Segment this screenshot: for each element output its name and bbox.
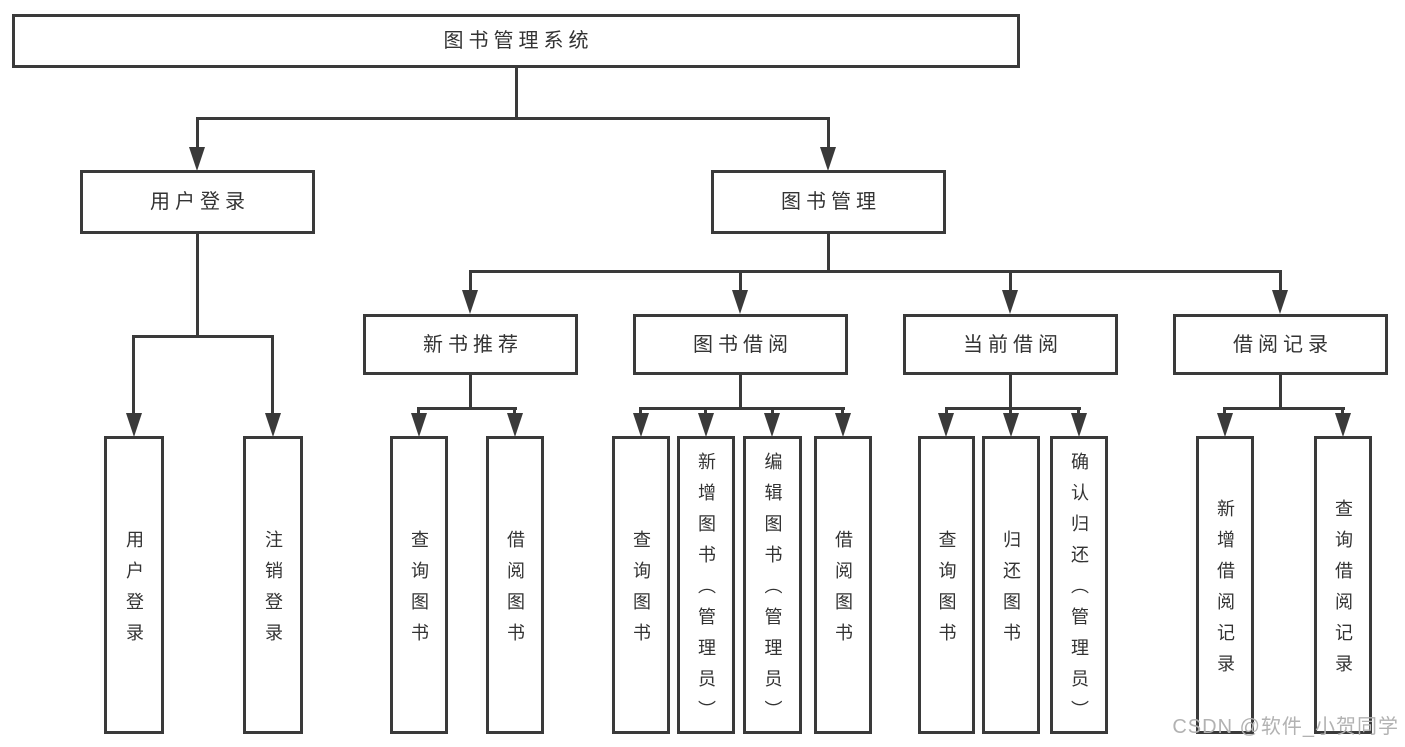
connector-line bbox=[827, 117, 830, 150]
connector-line bbox=[827, 234, 830, 272]
connector-line bbox=[1341, 407, 1344, 417]
csdn-watermark: CSDN @软件_小贺同学 bbox=[1172, 716, 1399, 738]
connector-line bbox=[1279, 375, 1282, 409]
connector-line bbox=[417, 407, 517, 410]
down-arrowhead-icon bbox=[732, 290, 748, 314]
connector-line bbox=[739, 270, 742, 294]
connector-line bbox=[945, 407, 948, 417]
connector-line bbox=[1009, 270, 1012, 294]
leaf-label: 新增图书（管理员） bbox=[696, 452, 716, 731]
leaf-query-books-3: 查询图书 bbox=[918, 436, 975, 734]
down-arrowhead-icon bbox=[265, 413, 281, 437]
connector-line bbox=[271, 335, 274, 415]
connector-line bbox=[841, 407, 844, 417]
leaf-user-login: 用户登录 bbox=[104, 436, 164, 734]
down-arrowhead-icon bbox=[1003, 413, 1019, 437]
connector-line bbox=[945, 407, 1081, 410]
leaf-add-books-admin: 新增图书（管理员） bbox=[677, 436, 735, 734]
node-user-login: 用户登录 bbox=[80, 170, 315, 234]
node-label: 新书推荐 bbox=[423, 333, 523, 356]
connector-line bbox=[1223, 407, 1345, 410]
connector-line bbox=[514, 68, 518, 120]
leaf-label: 查询借阅记录 bbox=[1333, 498, 1353, 685]
connector-line bbox=[132, 335, 135, 415]
leaf-return-books: 归还图书 bbox=[982, 436, 1040, 734]
leaf-label: 确认归还（管理员） bbox=[1069, 452, 1089, 731]
down-arrowhead-icon bbox=[126, 413, 142, 437]
down-arrowhead-icon bbox=[764, 413, 780, 437]
down-arrowhead-icon bbox=[462, 290, 478, 314]
leaf-label: 编辑图书（管理员） bbox=[762, 452, 783, 731]
node-label: 图书管理系统 bbox=[443, 30, 594, 52]
down-arrowhead-icon bbox=[1335, 413, 1351, 437]
connector-line bbox=[1009, 407, 1012, 417]
connector-line bbox=[469, 375, 472, 409]
connector-line bbox=[132, 335, 274, 338]
connector-line bbox=[1223, 407, 1226, 417]
connector-line bbox=[639, 407, 642, 417]
connector-line bbox=[469, 270, 1282, 273]
down-arrowhead-icon bbox=[1217, 413, 1233, 437]
leaf-confirm-return-admin: 确认归还（管理员） bbox=[1050, 436, 1108, 734]
connector-line bbox=[704, 407, 707, 417]
leaf-label: 查询图书 bbox=[631, 529, 651, 654]
connector-line bbox=[417, 407, 420, 417]
node-book-management: 图书管理 bbox=[711, 170, 946, 234]
leaf-query-borrow-record: 查询借阅记录 bbox=[1314, 436, 1372, 734]
node-new-book-recommend: 新书推荐 bbox=[363, 314, 578, 375]
leaf-query-books-2: 查询图书 bbox=[612, 436, 670, 734]
leaf-edit-books-admin: 编辑图书（管理员） bbox=[743, 436, 802, 734]
leaf-label: 查询图书 bbox=[409, 529, 429, 654]
node-label: 图书管理 bbox=[781, 191, 881, 213]
leaf-borrow-books-1: 借阅图书 bbox=[486, 436, 544, 734]
connector-line bbox=[1009, 375, 1012, 409]
node-label: 用户登录 bbox=[150, 191, 250, 213]
leaf-label: 借阅图书 bbox=[505, 529, 525, 654]
connector-line bbox=[639, 407, 845, 410]
connector-line bbox=[196, 234, 199, 337]
leaf-label: 用户登录 bbox=[124, 529, 144, 654]
leaf-label: 查询图书 bbox=[936, 529, 957, 654]
node-label: 图书借阅 bbox=[693, 333, 793, 356]
connector-line bbox=[196, 117, 830, 120]
connector-line bbox=[469, 270, 472, 294]
connector-line bbox=[196, 117, 199, 150]
down-arrowhead-icon bbox=[835, 413, 851, 437]
down-arrowhead-icon bbox=[1071, 413, 1087, 437]
down-arrowhead-icon bbox=[633, 413, 649, 437]
connector-line bbox=[1279, 270, 1282, 294]
node-label: 当前借阅 bbox=[963, 333, 1063, 356]
leaf-label: 注销登录 bbox=[263, 529, 283, 654]
leaf-label: 归还图书 bbox=[1001, 529, 1021, 654]
down-arrowhead-icon bbox=[1002, 290, 1018, 314]
down-arrowhead-icon bbox=[1272, 290, 1288, 314]
leaf-logout: 注销登录 bbox=[243, 436, 303, 734]
connector-line bbox=[513, 407, 516, 417]
down-arrowhead-icon bbox=[189, 147, 205, 171]
node-borrow-records: 借阅记录 bbox=[1173, 314, 1388, 375]
down-arrowhead-icon bbox=[411, 413, 427, 437]
connector-line bbox=[771, 407, 774, 417]
down-arrowhead-icon bbox=[938, 413, 954, 437]
connector-line bbox=[739, 375, 742, 409]
connector-line bbox=[1077, 407, 1080, 417]
leaf-label: 借阅图书 bbox=[833, 529, 853, 654]
node-book-borrow: 图书借阅 bbox=[633, 314, 848, 375]
down-arrowhead-icon bbox=[698, 413, 714, 437]
down-arrowhead-icon bbox=[820, 147, 836, 171]
leaf-label: 新增借阅记录 bbox=[1215, 498, 1235, 685]
node-label: 借阅记录 bbox=[1233, 333, 1333, 356]
node-current-borrow: 当前借阅 bbox=[903, 314, 1118, 375]
leaf-add-borrow-record: 新增借阅记录 bbox=[1196, 436, 1254, 734]
down-arrowhead-icon bbox=[507, 413, 523, 437]
leaf-borrow-books-2: 借阅图书 bbox=[814, 436, 872, 734]
node-root: 图书管理系统 bbox=[12, 14, 1020, 68]
leaf-query-books-1: 查询图书 bbox=[390, 436, 448, 734]
